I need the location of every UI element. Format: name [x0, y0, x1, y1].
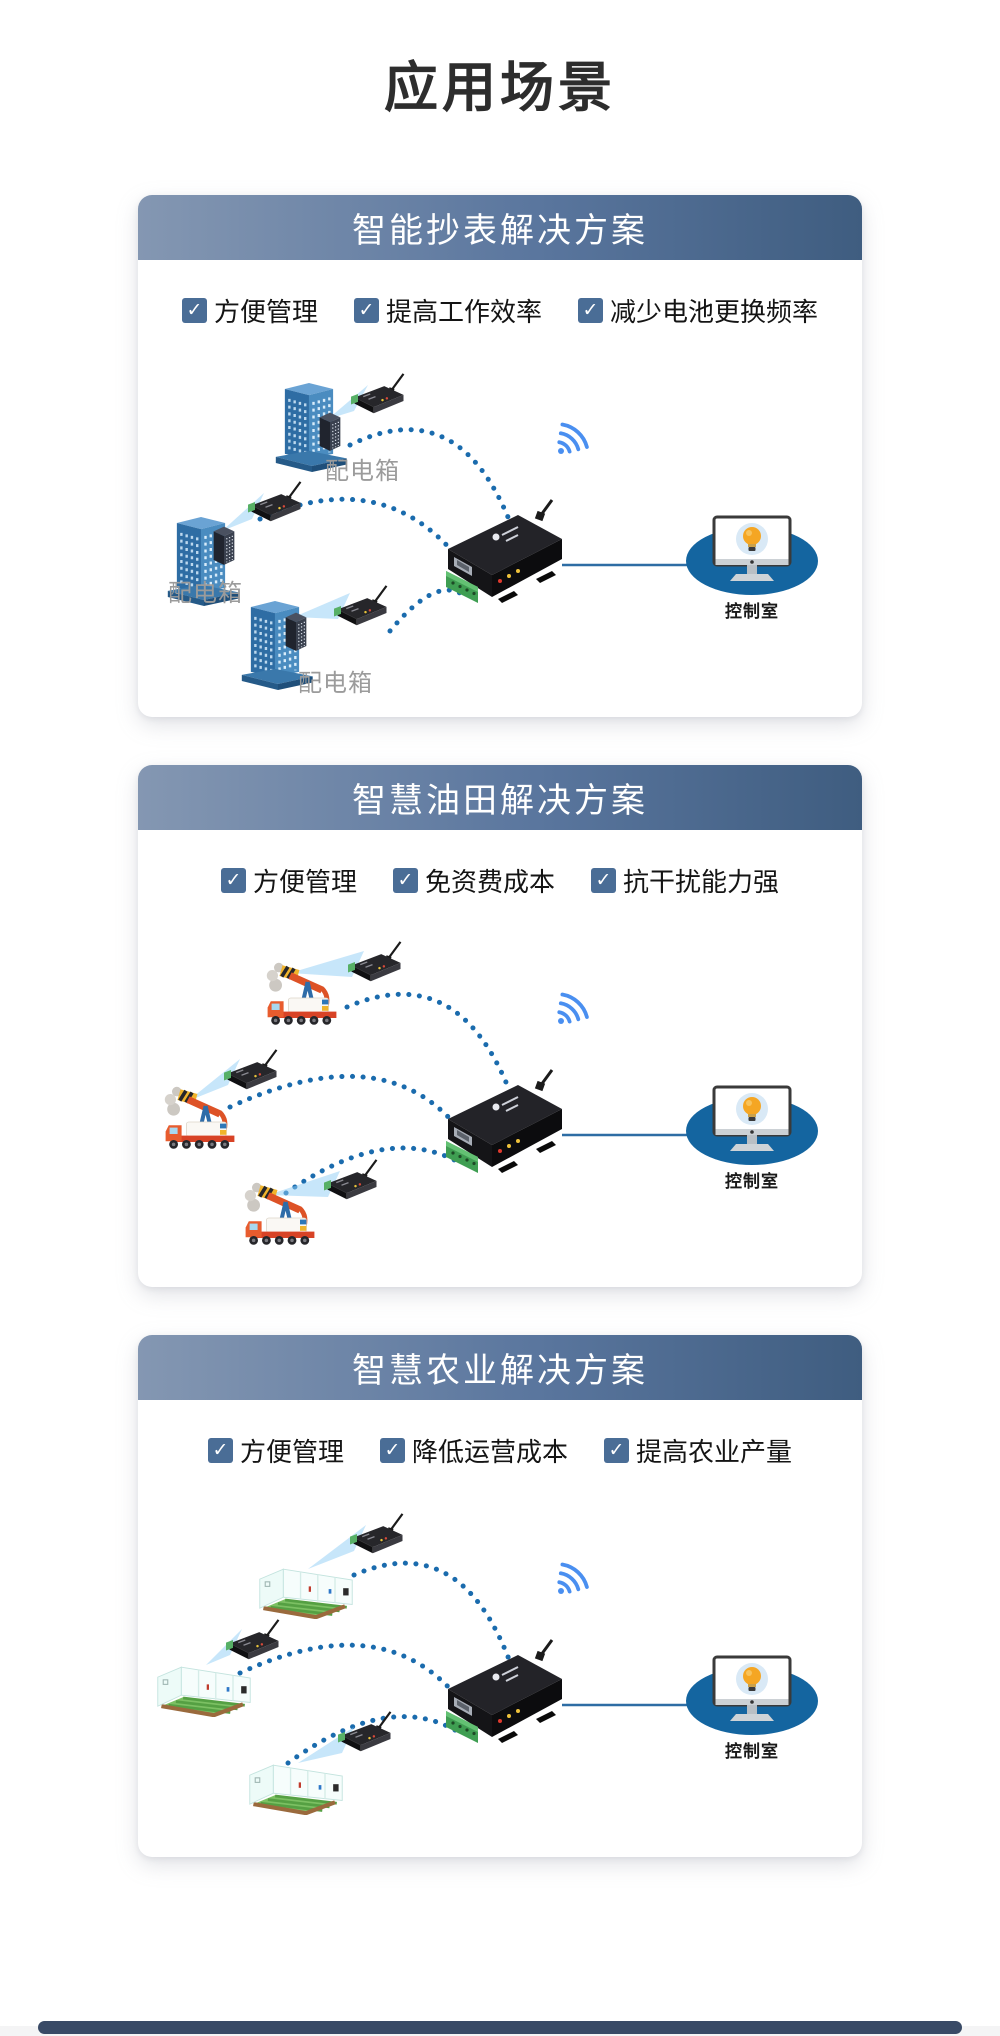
feature-item: ✓ 免资费成本 [392, 862, 555, 899]
node-label: 配电箱 [325, 457, 400, 485]
card-title: 智慧农业解决方案 [352, 1351, 648, 1390]
wifi-signal-icon [556, 422, 589, 456]
dotted-link-path [347, 427, 513, 525]
signal-beam [290, 950, 364, 977]
dotted-link-path [285, 1714, 463, 1766]
feature-list: ✓ 方便管理 ✓ 免资费成本 ✓ 抗干扰能力强 [138, 865, 862, 897]
signal-beam [222, 492, 264, 531]
feature-item: ✓ 提高工作效率 [353, 292, 542, 329]
feature-item: ✓ 方便管理 [207, 1432, 344, 1469]
signal-beam [268, 1170, 340, 1197]
signal-beam [308, 1524, 366, 1569]
feature-list: ✓ 方便管理 ✓ 提高工作效率 ✓ 减少电池更换频率 [138, 295, 862, 327]
feature-label: 方便管理 [213, 297, 318, 328]
checkbox-icon: ✓ [578, 298, 603, 324]
checkbox-icon: ✓ [353, 298, 379, 324]
scene-smart-meter: 配电箱 配电箱 配电箱 控制室 [138, 327, 862, 717]
power-box-icon [285, 611, 307, 652]
control-room-label: 控制室 [725, 601, 779, 621]
checkbox-icon: ✓ [220, 868, 246, 894]
signal-beam [188, 1058, 240, 1101]
feature-item: ✓ 方便管理 [181, 292, 318, 329]
checkbox-icon: ✓ [207, 1438, 233, 1464]
feature-item: ✓ 抗干扰能力强 [591, 862, 779, 899]
control-room-icon [684, 515, 820, 597]
card-agriculture-header: 智慧农业解决方案 [138, 1334, 862, 1400]
scene-illustration [138, 940, 820, 1287]
greenhouse-icon [260, 1569, 352, 1617]
wifi-signal-icon [556, 1562, 589, 1596]
checkbox-icon: ✓ [379, 1438, 405, 1464]
control-room-label: 控制室 [725, 1741, 779, 1761]
control-room-label: 控制室 [725, 1171, 779, 1191]
greenhouse-icon [250, 1765, 342, 1813]
feature-label: 减少电池更换频率 [610, 297, 819, 328]
feature-item: ✓ 方便管理 [220, 862, 357, 899]
signal-beam [298, 1726, 354, 1763]
wifi-signal-icon [556, 992, 589, 1026]
power-box-icon [213, 525, 235, 566]
feature-label: 提高农业产量 [636, 1437, 793, 1468]
scene-agriculture: 控制室 [138, 1467, 862, 1857]
control-room-icon [684, 1655, 820, 1737]
feature-item: ✓ 提高农业产量 [604, 1432, 792, 1469]
page-title: 应用场景 [384, 58, 616, 118]
checkbox-icon: ✓ [181, 298, 207, 324]
dotted-link-path [351, 1560, 513, 1665]
feature-label: 方便管理 [252, 867, 357, 898]
node-label: 配电箱 [298, 669, 373, 697]
signal-beam [328, 384, 368, 419]
feature-item: ✓ 降低运营成本 [379, 1432, 568, 1469]
feature-list: ✓ 方便管理 ✓ 降低运营成本 ✓ 提高农业产量 [138, 1435, 862, 1467]
footer-scroll-bar [38, 2021, 962, 2034]
dotted-link-path [237, 1642, 456, 1695]
card-smart-meter: 智能抄表解决方案 ✓ 方便管理 ✓ 提高工作效率 ✓ 减少电池更换频率 [138, 194, 862, 717]
scene-oilfield: 控制室 [138, 897, 862, 1287]
checkbox-icon: ✓ [392, 868, 418, 894]
dotted-link-path [283, 1145, 463, 1196]
scene-illustration [138, 1512, 820, 1857]
feature-label: 降低运营成本 [411, 1437, 568, 1468]
feature-label: 方便管理 [239, 1437, 344, 1468]
card-oilfield-header: 智慧油田解决方案 [138, 764, 862, 830]
feature-label: 提高工作效率 [385, 297, 542, 328]
card-title: 智能抄表解决方案 [352, 211, 648, 250]
dtu-device-icon [444, 1068, 564, 1175]
scene-illustration [166, 372, 820, 692]
feature-label: 免资费成本 [424, 867, 555, 898]
control-room-icon [684, 1085, 820, 1167]
dotted-link-path [387, 587, 463, 634]
checkbox-icon: ✓ [591, 868, 616, 894]
signal-beam [206, 1628, 242, 1665]
dtu-device-icon [444, 1638, 564, 1745]
feature-item: ✓ 减少电池更换频率 [578, 292, 818, 329]
card-oilfield: 智慧油田解决方案 ✓ 方便管理 ✓ 免资费成本 ✓ 抗干扰能力强 [138, 764, 862, 1287]
card-title: 智慧油田解决方案 [352, 781, 648, 820]
power-box-icon [319, 411, 341, 452]
checkbox-icon: ✓ [604, 1438, 629, 1464]
dotted-link-path [344, 991, 513, 1095]
feature-label: 抗干扰能力强 [623, 867, 780, 898]
dotted-link-path [227, 1073, 456, 1125]
dtu-device-icon [444, 498, 564, 605]
card-smart-meter-header: 智能抄表解决方案 [138, 194, 862, 260]
node-label: 配电箱 [168, 579, 243, 607]
card-agriculture: 智慧农业解决方案 ✓ 方便管理 ✓ 降低运营成本 ✓ 提高农业产量 [138, 1334, 862, 1857]
greenhouse-icon [158, 1667, 250, 1715]
